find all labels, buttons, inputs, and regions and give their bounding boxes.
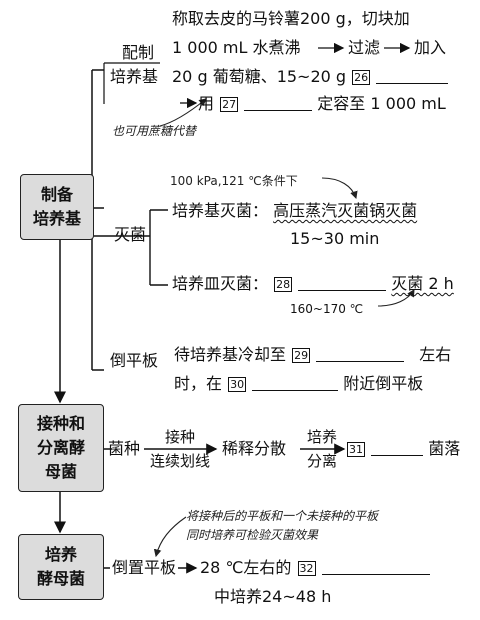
prep-line2: 1 000 mL 水煮沸 xyxy=(172,38,301,57)
dish-temperature: 160~170 ℃ xyxy=(290,302,364,316)
arrow1-top: 接种 xyxy=(164,428,195,446)
culture-condition-text: 28 ℃左右的 xyxy=(200,558,292,577)
blank-number-32: 32 xyxy=(297,561,316,576)
dish-sterilize: 培养皿灭菌： 28 灭菌 2 h xyxy=(172,275,454,293)
note-pressure: 100 kPa,121 ℃条件下 xyxy=(170,174,298,188)
medium-sterilize-time: 15~30 min xyxy=(290,229,380,248)
culture-condition: 28 ℃左右的 32 xyxy=(200,559,430,577)
arrow2-top: 培养 xyxy=(306,428,337,446)
prep-line1: 称取去皮的马铃薯200 g，切块加 xyxy=(172,9,410,28)
note-sucrose: 也可用蔗糖代替 xyxy=(112,124,197,138)
dish-sterilize-value: 灭菌 2 h xyxy=(391,274,454,293)
medium-sterilize: 培养基灭菌： 高压蒸汽灭菌锅灭菌 xyxy=(172,202,417,220)
prep-line4: 用 27 定容至 1 000 mL xyxy=(198,95,446,113)
inoc-colony: 31 菌落 xyxy=(346,440,460,458)
pour-line1: 待培养基冷却至 29 左右 xyxy=(174,346,451,364)
prep-line2-end: 加入 xyxy=(414,38,447,57)
blank-number-29: 29 xyxy=(292,348,311,363)
culture-inverted-text: 倒置平板 xyxy=(112,558,177,577)
note-control-plate-1: 将接种后的平板和一个未接种的平板 xyxy=(186,509,379,523)
blank-number-31: 31 xyxy=(347,442,365,457)
prep-line4-end: 定容至 1 000 mL xyxy=(317,94,446,113)
box-inoculate-line1: 接种和 xyxy=(36,414,85,433)
pour-line1-text: 待培养基冷却至 xyxy=(174,345,287,364)
pour-line2-pre: 时，在 xyxy=(174,374,223,393)
label-pour-plate: 倒平板 xyxy=(110,351,159,370)
pour-line2-end: 附近倒平板 xyxy=(343,374,424,393)
blank-line-28[interactable] xyxy=(298,276,387,291)
pour-line2: 时，在 30 附近倒平板 xyxy=(174,375,423,393)
prep-line4-pre: 用 xyxy=(198,94,215,113)
box-inoculate-separate: 接种和 分离酵 母菌 xyxy=(18,404,104,492)
culture-inverted: 倒置平板 xyxy=(112,559,176,577)
inoc-dilute: 稀释分散 xyxy=(222,439,287,458)
box-inoculate-line2: 分离酵 xyxy=(36,438,85,457)
blank-line-27[interactable] xyxy=(244,96,313,111)
blank-line-30[interactable] xyxy=(252,376,339,391)
medium-sterilize-value: 高压蒸汽灭菌锅灭菌 xyxy=(273,201,418,220)
blank-line-31[interactable] xyxy=(371,441,424,456)
prep-line3: 20 g 葡萄糖、15~20 g 26 xyxy=(172,67,449,86)
blank-line-26[interactable] xyxy=(376,69,449,84)
dish-sterilize-label: 培养皿灭菌： xyxy=(172,274,269,293)
blank-line-29[interactable] xyxy=(316,347,405,362)
label-sterilize: 灭菌 xyxy=(114,225,147,244)
arrow2-bottom: 分离 xyxy=(306,452,337,470)
note-control-plate-2: 同时培养可检验灭菌效果 xyxy=(186,528,319,542)
prep-line2-mid: 过滤 xyxy=(348,38,381,57)
box-prepare-medium: 制备 培养基 xyxy=(20,174,94,240)
inoc-strain: 菌种 xyxy=(108,439,141,458)
box-inoculate-line3: 母菌 xyxy=(44,462,77,481)
box-culture-line1: 培养 xyxy=(44,545,77,564)
medium-sterilize-label: 培养基灭菌： xyxy=(172,201,269,220)
blank-line-32[interactable] xyxy=(321,560,430,575)
blank-number-30: 30 xyxy=(228,377,247,392)
box-prepare-line1: 制备 xyxy=(40,185,73,204)
label-prepare: 配制 xyxy=(122,43,155,62)
box-culture-line2: 酵母菌 xyxy=(36,569,85,588)
inoc-colony-end: 菌落 xyxy=(428,439,461,458)
blank-number-28: 28 xyxy=(274,277,293,292)
pour-line1-end: 左右 xyxy=(419,345,452,364)
blank-number-27: 27 xyxy=(220,97,239,112)
arrow1-bottom: 连续划线 xyxy=(149,452,210,470)
prep-line3-text: 20 g 葡萄糖、15~20 g xyxy=(172,67,347,86)
culture-time: 中培养24~48 h xyxy=(214,587,332,606)
label-medium: 培养基 xyxy=(110,67,159,86)
blank-number-26: 26 xyxy=(352,70,371,85)
box-culture-yeast: 培养 酵母菌 xyxy=(18,534,104,600)
box-prepare-line2: 培养基 xyxy=(32,209,81,228)
